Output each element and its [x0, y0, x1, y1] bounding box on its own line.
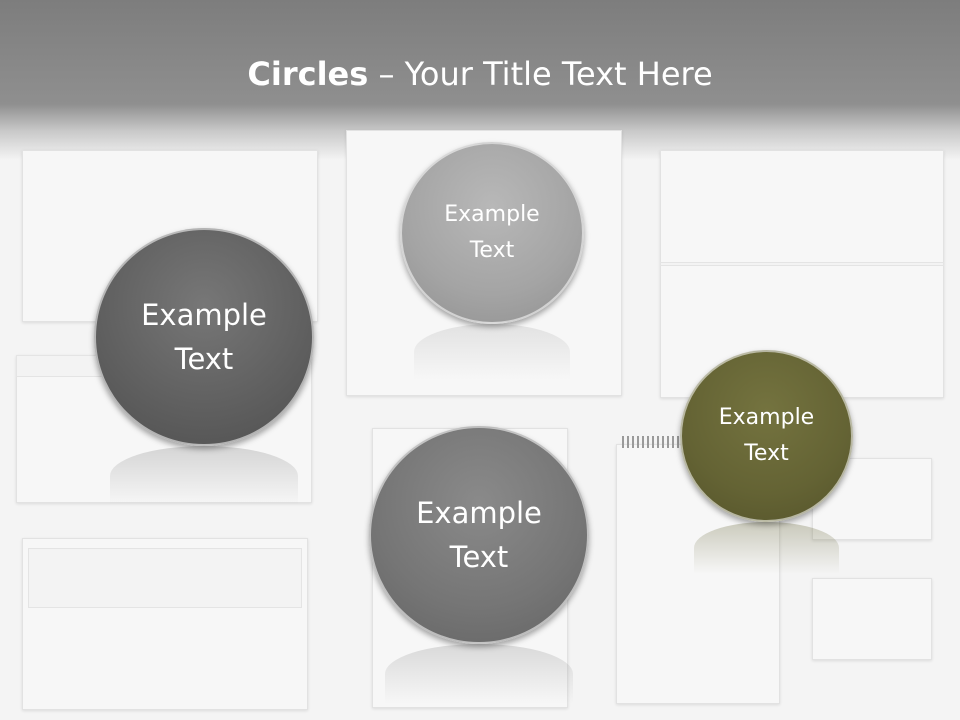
circle-reflection: [414, 324, 570, 380]
envelope-flap: [16, 355, 106, 377]
circle-text-line1: Example: [718, 405, 815, 430]
circle-text-line2: Text: [449, 540, 509, 574]
circle-text-line1: Example: [141, 298, 267, 332]
envelope-flap: [28, 548, 302, 608]
circle-light-top[interactable]: Example Text: [400, 142, 584, 324]
circle-reflection: [385, 644, 573, 704]
background-card-lower: [812, 578, 932, 660]
folder-fold: [660, 262, 944, 266]
notepad-spiral: [622, 436, 682, 448]
title-bold: Circles: [247, 55, 369, 93]
circle-reflection: [694, 522, 839, 574]
slide-title: Circles – Your Title Text Here: [0, 52, 960, 96]
circle-olive-right[interactable]: Example Text: [680, 350, 853, 522]
circle-text-line1: Example: [444, 202, 540, 227]
circle-mid-bottom[interactable]: Example Text: [369, 426, 589, 644]
circle-text-line2: Text: [744, 441, 789, 466]
title-rest: – Your Title Text Here: [368, 55, 713, 93]
circle-text-line1: Example: [416, 496, 542, 530]
circle-text-line2: Text: [174, 342, 234, 376]
circle-reflection: [110, 446, 298, 506]
circle-text-line2: Text: [469, 238, 515, 263]
circle-dark-left[interactable]: Example Text: [94, 228, 314, 446]
background-folder-right: [660, 150, 944, 398]
